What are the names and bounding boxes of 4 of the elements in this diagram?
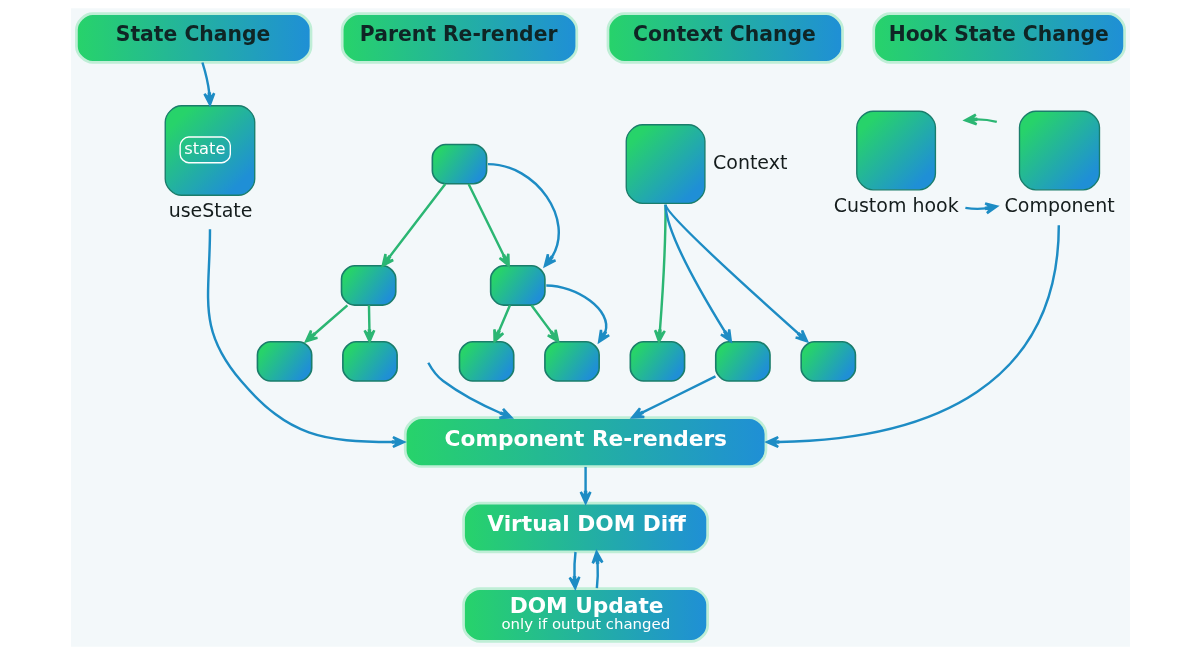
node-label: Component [1004,193,1115,216]
node-label: Context [712,151,787,174]
node-label: useState [168,199,252,222]
node-label: Custom hook [833,193,959,216]
